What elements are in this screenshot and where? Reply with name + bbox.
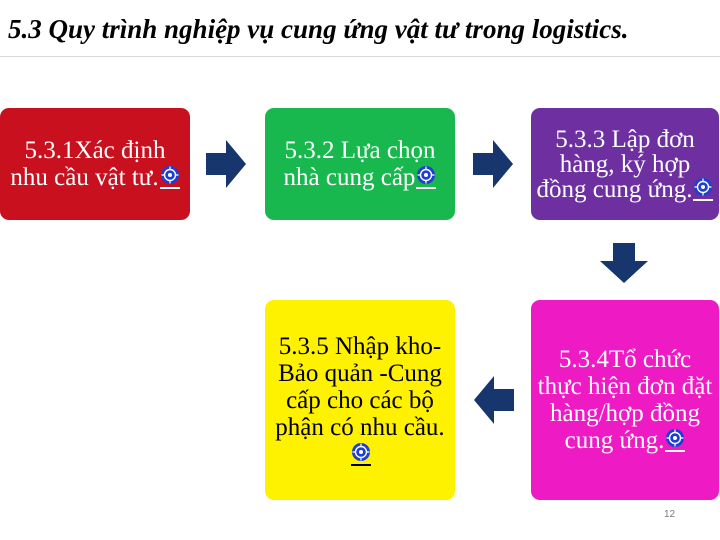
- arrow-down-icon: [600, 243, 648, 283]
- step-label-1: 5.3.1Xác định nhu cầu vật tư.: [10, 137, 166, 191]
- step-box-1[interactable]: 5.3.1Xác định nhu cầu vật tư.: [0, 108, 190, 220]
- flower-link-icon[interactable]: [416, 165, 437, 189]
- arrow-left-icon: [474, 376, 514, 424]
- step-box-3[interactable]: 5.3.3 Lập đơn hàng, ký hợp đồng cung ứng…: [531, 108, 719, 220]
- step-box-2[interactable]: 5.3.2 Lựa chọn nhà cung cấp: [265, 108, 455, 220]
- step-box-4[interactable]: 5.3.4Tổ chức thực hiện đơn đặt hàng/hợp …: [531, 300, 719, 500]
- page-number: 12: [664, 509, 676, 520]
- step-label-5: 5.3.5 Nhập kho-Bảo quản -Cung cấp cho cá…: [275, 332, 445, 441]
- flower-link-icon[interactable]: [159, 165, 180, 189]
- step-box-5[interactable]: 5.3.5 Nhập kho-Bảo quản -Cung cấp cho cá…: [265, 300, 455, 500]
- step-label-2: 5.3.2 Lựa chọn nhà cung cấp: [283, 137, 436, 191]
- arrow-right-icon: [206, 140, 246, 188]
- step-label-4: 5.3.4Tổ chức thực hiện đơn đặt hàng/hợp …: [537, 346, 713, 454]
- flower-link-icon[interactable]: [350, 442, 371, 466]
- arrow-right-icon: [473, 140, 513, 188]
- slide-title: 5.3 Quy trình nghiệp vụ cung ứng vật tư …: [8, 14, 629, 44]
- title-divider: [0, 56, 720, 57]
- flower-link-icon[interactable]: [665, 428, 686, 452]
- flower-link-icon[interactable]: [693, 177, 714, 201]
- step-label-3: 5.3.3 Lập đơn hàng, ký hợp đồng cung ứng…: [536, 125, 695, 203]
